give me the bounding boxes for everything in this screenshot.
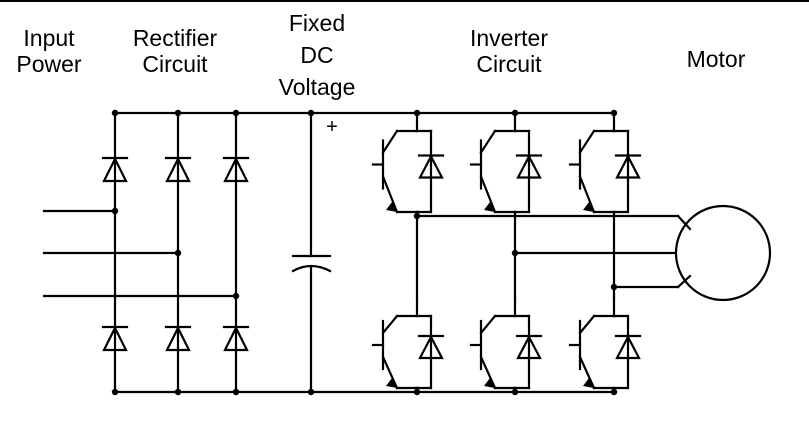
rectifier-diode-lower-2 <box>164 325 192 352</box>
igbt-upper-2 <box>469 111 543 218</box>
rectifier-diode-upper-3 <box>222 156 250 183</box>
igbt-emitter <box>578 355 596 390</box>
rectifier-line-2: Circuit <box>142 51 208 77</box>
igbt-upper-3 <box>568 111 642 218</box>
diode-triangle <box>223 156 249 183</box>
freewheel-diode-triangle <box>516 334 542 360</box>
fixed-dc-line-2: DC <box>300 42 334 68</box>
igbt-collector <box>479 314 497 335</box>
freewheel-diode-triangle <box>418 154 444 179</box>
igbt-emitter-arrow <box>583 202 594 212</box>
freewheel-diode-triangle <box>516 154 542 179</box>
igbt-emitter-arrow <box>484 378 495 388</box>
igbt-collector <box>381 314 399 335</box>
input-junction-dot-1 <box>111 207 119 215</box>
capacitor-bottom-dot <box>307 388 315 396</box>
inverter-bottom-dot-3 <box>610 388 618 396</box>
motor-circle <box>674 204 772 302</box>
diode-triangle <box>165 156 191 183</box>
igbt-lower-1 <box>371 296 445 394</box>
igbt-lower-3 <box>568 296 642 394</box>
diode-triangle <box>223 325 249 352</box>
igbt-emitter-arrow <box>484 202 495 212</box>
igbt-collector <box>479 129 497 155</box>
igbt-emitter-arrow <box>583 378 594 388</box>
inverter-line-2: Circuit <box>476 51 542 77</box>
input-junction-dot-3 <box>232 292 240 300</box>
inverter-bottom-dot-2 <box>511 388 519 396</box>
diode-triangle <box>102 325 128 352</box>
fixed-dc-voltage-label: Fixed DC Voltage <box>262 7 372 103</box>
rectifier-diode-lower-1 <box>101 325 129 352</box>
igbt-collector <box>381 129 399 155</box>
igbt-collector <box>578 314 596 335</box>
igbt-upper-1 <box>371 111 445 218</box>
freewheel-diode-triangle <box>615 334 641 360</box>
output-phase-a-bend <box>676 214 692 231</box>
inverter-top-dot-3 <box>610 109 618 117</box>
capacitor-plate-bottom <box>291 264 332 273</box>
input-power-label: Input Power <box>6 25 92 77</box>
motor-label: Motor <box>686 46 746 72</box>
rectifier-circuit-label: Rectifier Circuit <box>118 25 232 77</box>
igbt-emitter <box>479 355 497 390</box>
input-power-line-1: Input <box>23 25 75 51</box>
inverter-top-dot-2 <box>511 109 519 117</box>
inverter-line-1: Inverter <box>470 25 548 51</box>
top-border <box>0 0 809 2</box>
rectifier-top-dot-2 <box>174 109 182 117</box>
fixed-dc-line-3: Voltage <box>278 74 356 100</box>
freewheel-diode-triangle <box>615 154 641 179</box>
freewheel-diode-triangle <box>418 334 444 360</box>
igbt-emitter-arrow <box>386 202 397 212</box>
rectifier-bottom-dot-1 <box>111 388 119 396</box>
igbt-emitter <box>381 355 399 390</box>
rectifier-top-dot-3 <box>232 109 240 117</box>
inverter-circuit-label: Inverter Circuit <box>452 25 566 77</box>
capacitor-top-dot <box>307 109 315 117</box>
igbt-emitter <box>578 175 596 214</box>
igbt-emitter <box>381 175 399 214</box>
rectifier-diode-lower-3 <box>222 325 250 352</box>
igbt-collector <box>578 129 596 155</box>
igbt-emitter <box>479 175 497 214</box>
diode-triangle <box>102 156 128 183</box>
diode-triangle <box>165 325 191 352</box>
fixed-dc-line-1: Fixed <box>288 10 346 36</box>
plus-sign: + <box>326 116 338 138</box>
igbt-lower-2 <box>469 296 543 394</box>
inverter-bottom-dot-1 <box>413 388 421 396</box>
rectifier-bottom-dot-2 <box>174 388 182 396</box>
output-phase-c-bend <box>676 274 692 289</box>
igbt-emitter-arrow <box>386 378 397 388</box>
rectifier-bottom-dot-3 <box>232 388 240 396</box>
rectifier-diode-upper-1 <box>101 156 129 183</box>
rectifier-line-1: Rectifier <box>132 25 218 51</box>
inverter-top-dot-1 <box>413 109 421 117</box>
rectifier-diode-upper-2 <box>164 156 192 183</box>
rectifier-top-dot-1 <box>111 109 119 117</box>
input-junction-dot-2 <box>174 249 182 257</box>
input-power-line-2: Power <box>16 51 82 77</box>
